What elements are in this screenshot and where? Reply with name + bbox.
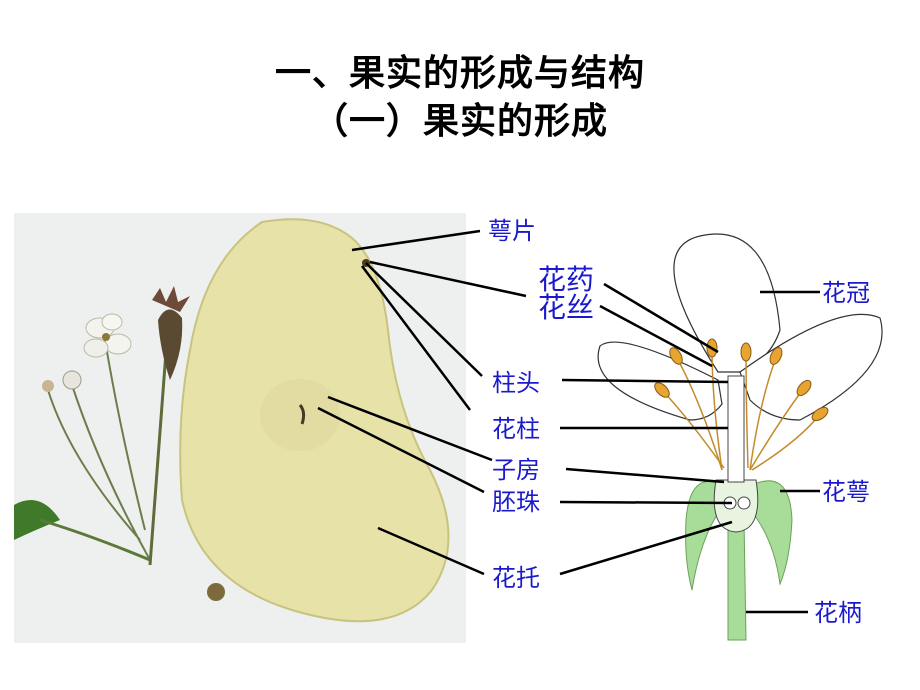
label-filament: 花丝 — [538, 291, 595, 324]
page-subtitle: （一）果实的形成 — [311, 101, 608, 142]
label-stigma: 柱头 — [492, 369, 540, 397]
label-sepal: 萼片 — [488, 217, 536, 245]
label-corolla: 花冠 — [822, 279, 870, 307]
label-ovule: 胚珠 — [492, 488, 540, 516]
leader-lines — [317, 229, 820, 614]
young-fruit — [152, 286, 190, 380]
pear-cross-section — [179, 218, 450, 623]
flower-stems-illustration — [14, 286, 190, 566]
label-receptacle: 花托 — [492, 564, 540, 592]
label-calyx: 花萼 — [822, 478, 870, 506]
label-pedicel: 花柄 — [814, 599, 862, 627]
label-style: 花柱 — [492, 415, 540, 443]
label-anther: 花药 — [538, 263, 595, 296]
white-flower — [83, 313, 132, 358]
page-title: 一、果实的形成与结构 — [274, 53, 645, 94]
label-ovary: 子房 — [492, 456, 540, 484]
